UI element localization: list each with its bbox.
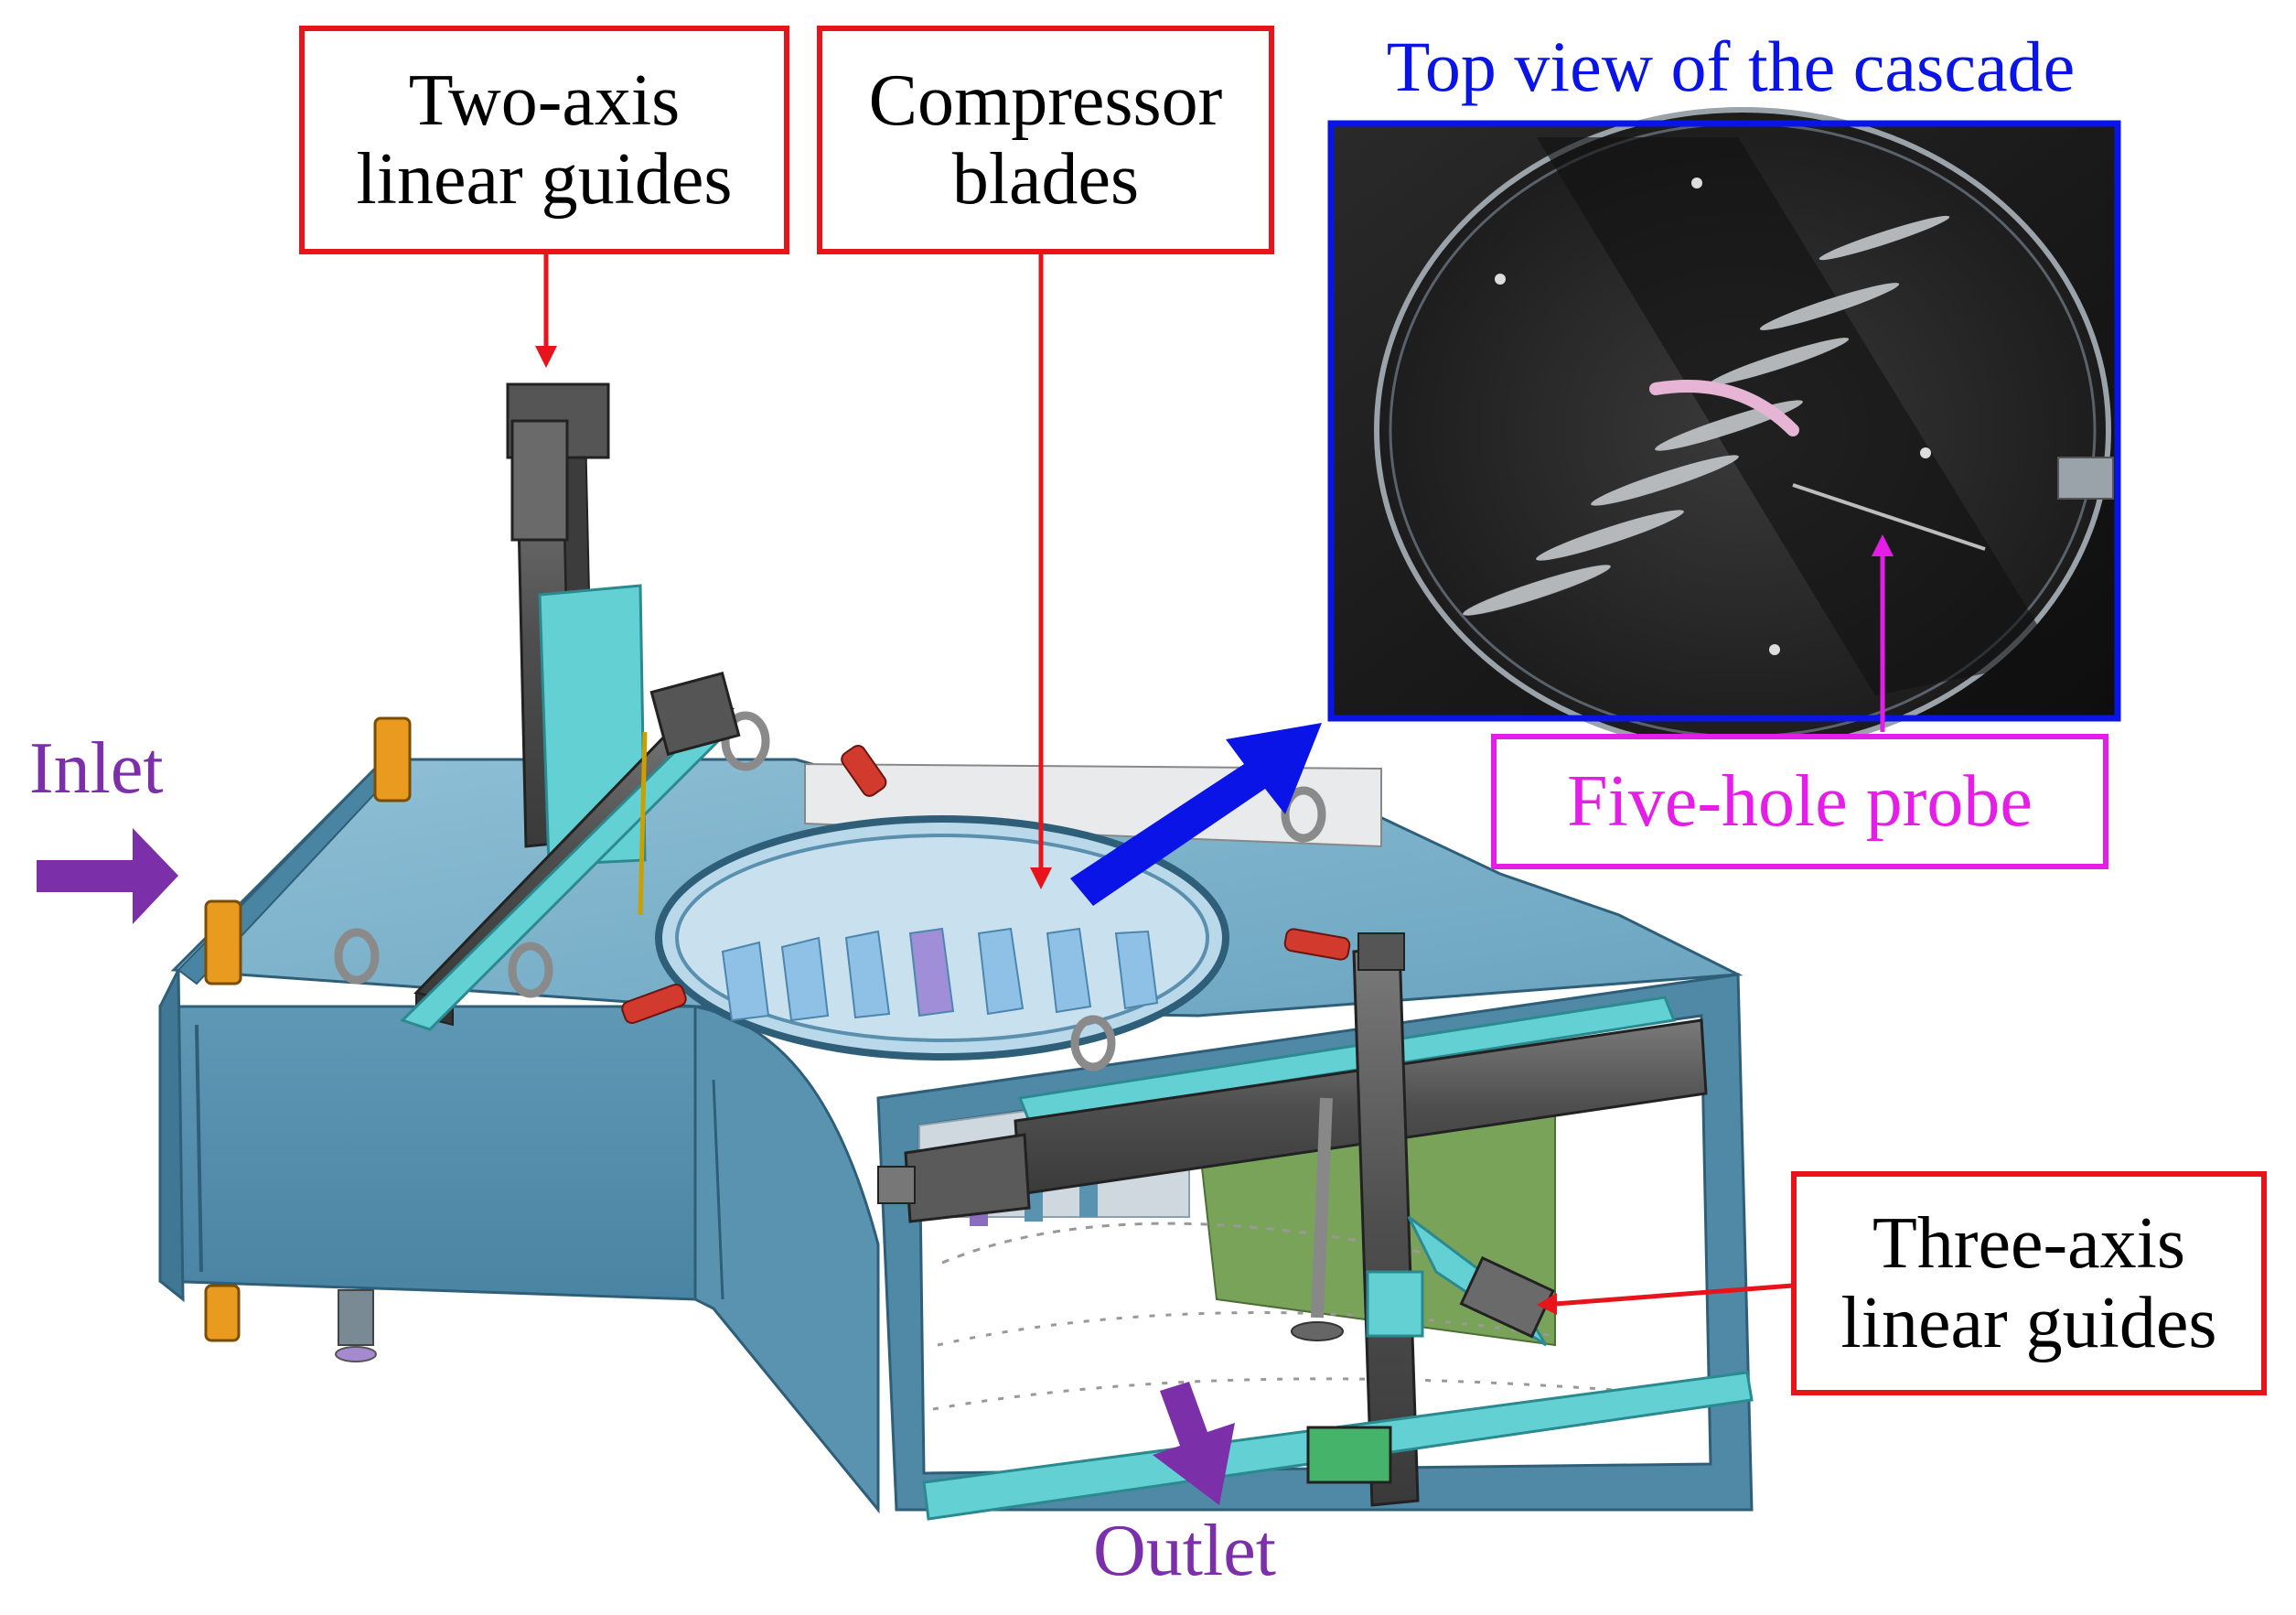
two-axis-line1: Two-axis (408, 59, 681, 141)
five-hole-leader (1872, 534, 1894, 732)
view-arrow (1070, 723, 1322, 906)
three-axis-guide-assembly (877, 932, 1754, 1521)
compressor-label: Compressor blades (817, 26, 1274, 254)
inset-frame (1327, 120, 2121, 722)
outlet-label: Outlet (1093, 1511, 1276, 1591)
three-axis-line2: linear guides (1840, 1282, 2217, 1363)
outlet-arrow (1153, 1382, 1235, 1505)
toggle-clamps (621, 744, 1351, 1024)
five-hole-text: Five-hole probe (1567, 760, 2033, 842)
two-axis-guide-assembly (400, 382, 741, 1031)
two-axis-label: Two-axis linear guides (299, 26, 789, 254)
inlet-label: Inlet (29, 728, 164, 809)
three-axis-leader (1537, 1283, 1794, 1315)
compressor-line2: blades (951, 139, 1140, 220)
three-axis-line1: Three-axis (1872, 1203, 2186, 1285)
compressor-line1: Compressor (868, 59, 1223, 141)
three-axis-label: Three-axis linear guides (1791, 1171, 2267, 1395)
support-foot (338, 1289, 374, 1346)
inlet-arrow (37, 828, 178, 924)
two-axis-leader (535, 254, 557, 368)
top-view-title: Top view of the cascade (1386, 27, 2076, 106)
top-view-photo (1327, 107, 2121, 753)
two-axis-line2: linear guides (356, 139, 733, 220)
side-clamps (204, 716, 412, 1342)
lifting-eyes (334, 711, 1326, 1071)
five-hole-label: Five-hole probe (1491, 734, 2108, 869)
compressor-leader (1030, 254, 1052, 889)
